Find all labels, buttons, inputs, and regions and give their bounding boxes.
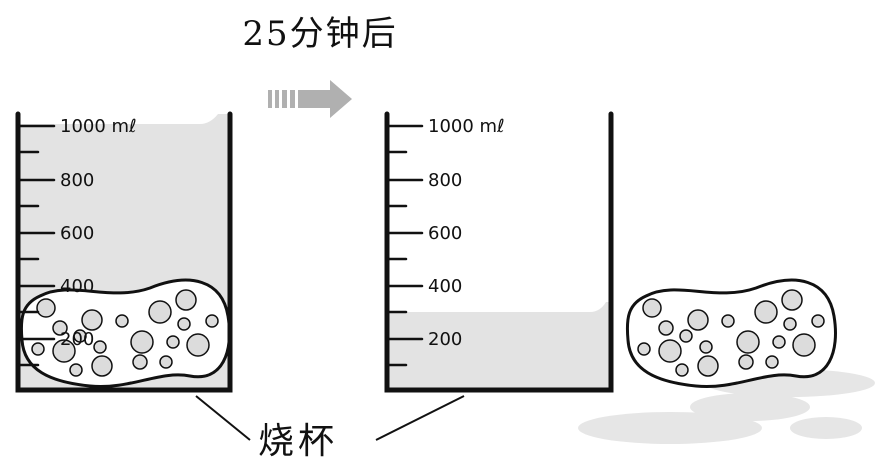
scale-label-400: 400 <box>428 276 462 297</box>
scale-labels-right: 1000 mℓ 800 600 400 200 <box>428 116 505 350</box>
scale-label-800: 800 <box>60 170 94 191</box>
scale-label-800: 800 <box>428 170 462 191</box>
sponge-icon <box>19 278 231 389</box>
title: 25分钟后 <box>242 14 398 54</box>
sponge-icon <box>625 278 837 389</box>
beaker-label: 烧杯 <box>258 421 339 462</box>
beaker-left <box>15 111 233 393</box>
beaker-right <box>384 111 614 393</box>
water-level-reduced <box>387 302 611 390</box>
scale-label-200: 200 <box>428 329 462 350</box>
scale-labels-left: 1000 mℓ 800 600 400 200 <box>60 116 137 350</box>
scale-label-1000: 1000 mℓ <box>428 116 505 137</box>
scale-label-200: 200 <box>60 329 94 350</box>
label-leader-lines <box>195 395 465 441</box>
scale-label-600: 600 <box>60 223 94 244</box>
water-puddle <box>578 369 875 444</box>
scale-label-600: 600 <box>428 223 462 244</box>
right-arrow-icon <box>268 80 352 118</box>
scale-label-1000: 1000 mℓ <box>60 116 137 137</box>
scale-label-400: 400 <box>60 276 94 297</box>
